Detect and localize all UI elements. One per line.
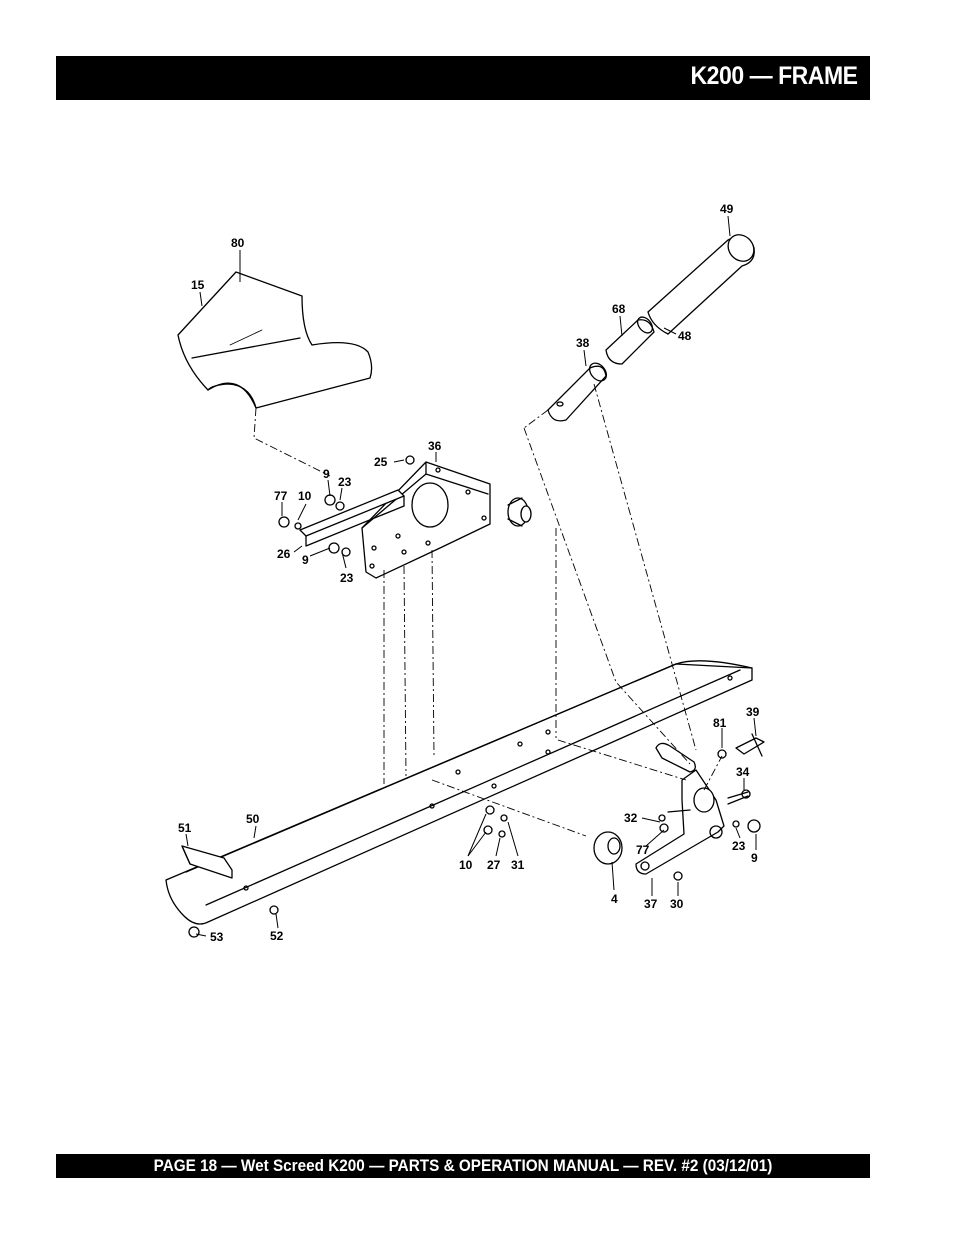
callout-25: 25 [374, 455, 388, 469]
callout-10-lower: 10 [459, 858, 473, 872]
callout-32: 32 [624, 811, 638, 825]
callout-51: 51 [178, 821, 192, 835]
callout-30: 30 [670, 897, 684, 911]
callout-48: 48 [678, 329, 692, 343]
cover-plate-part-15 [177, 271, 373, 409]
callout-15: 15 [191, 278, 205, 292]
callout-38: 38 [576, 336, 590, 350]
handle-end-part-38 [547, 362, 608, 422]
foot-part-51 [181, 845, 233, 879]
tube-part-68 [605, 316, 655, 365]
handle-part-39 [735, 733, 765, 757]
callout-36: 36 [428, 439, 442, 453]
page-title: K200 — FRAME [690, 62, 858, 90]
callout-39: 39 [746, 705, 760, 719]
callout-9-middle: 9 [302, 553, 309, 567]
callout-10-upper: 10 [298, 489, 312, 503]
callout-27: 27 [487, 858, 501, 872]
callout-53: 53 [210, 930, 224, 944]
callout-9-lower: 9 [751, 851, 758, 865]
callout-49: 49 [720, 202, 734, 216]
callout-77-lower: 77 [636, 843, 650, 857]
callout-9-upper: 9 [323, 467, 330, 481]
main-frame-part-50 [165, 660, 753, 925]
wheel-part-4 [593, 831, 623, 865]
callout-52: 52 [270, 929, 284, 943]
callout-50: 50 [246, 812, 260, 826]
callout-31: 31 [511, 858, 525, 872]
footer-bar: PAGE 18 — Wet Screed K200 — PARTS & OPER… [56, 1154, 870, 1178]
callout-80: 80 [231, 236, 245, 250]
bracket-assembly-part-37 [635, 742, 725, 875]
callout-23-middle: 23 [340, 571, 354, 585]
callout-37: 37 [644, 897, 658, 911]
footer-text: PAGE 18 — Wet Screed K200 — PARTS & OPER… [153, 1156, 773, 1175]
callout-23-lower: 23 [732, 839, 746, 853]
callout-81: 81 [713, 716, 727, 730]
handle-tube-part-49 [647, 234, 755, 335]
header-bar: K200 — FRAME [56, 56, 870, 100]
callout-23-upper: 23 [338, 475, 352, 489]
side-plate-part-26 [299, 489, 405, 547]
callout-77-upper: 77 [274, 489, 288, 503]
bracket-plate-part-36 [361, 461, 491, 579]
bolt-part-34 [727, 789, 751, 805]
callout-4: 4 [611, 892, 618, 906]
callout-34: 34 [736, 765, 750, 779]
roller-upper [507, 497, 532, 527]
callout-26: 26 [277, 547, 291, 561]
callout-68: 68 [612, 302, 626, 316]
